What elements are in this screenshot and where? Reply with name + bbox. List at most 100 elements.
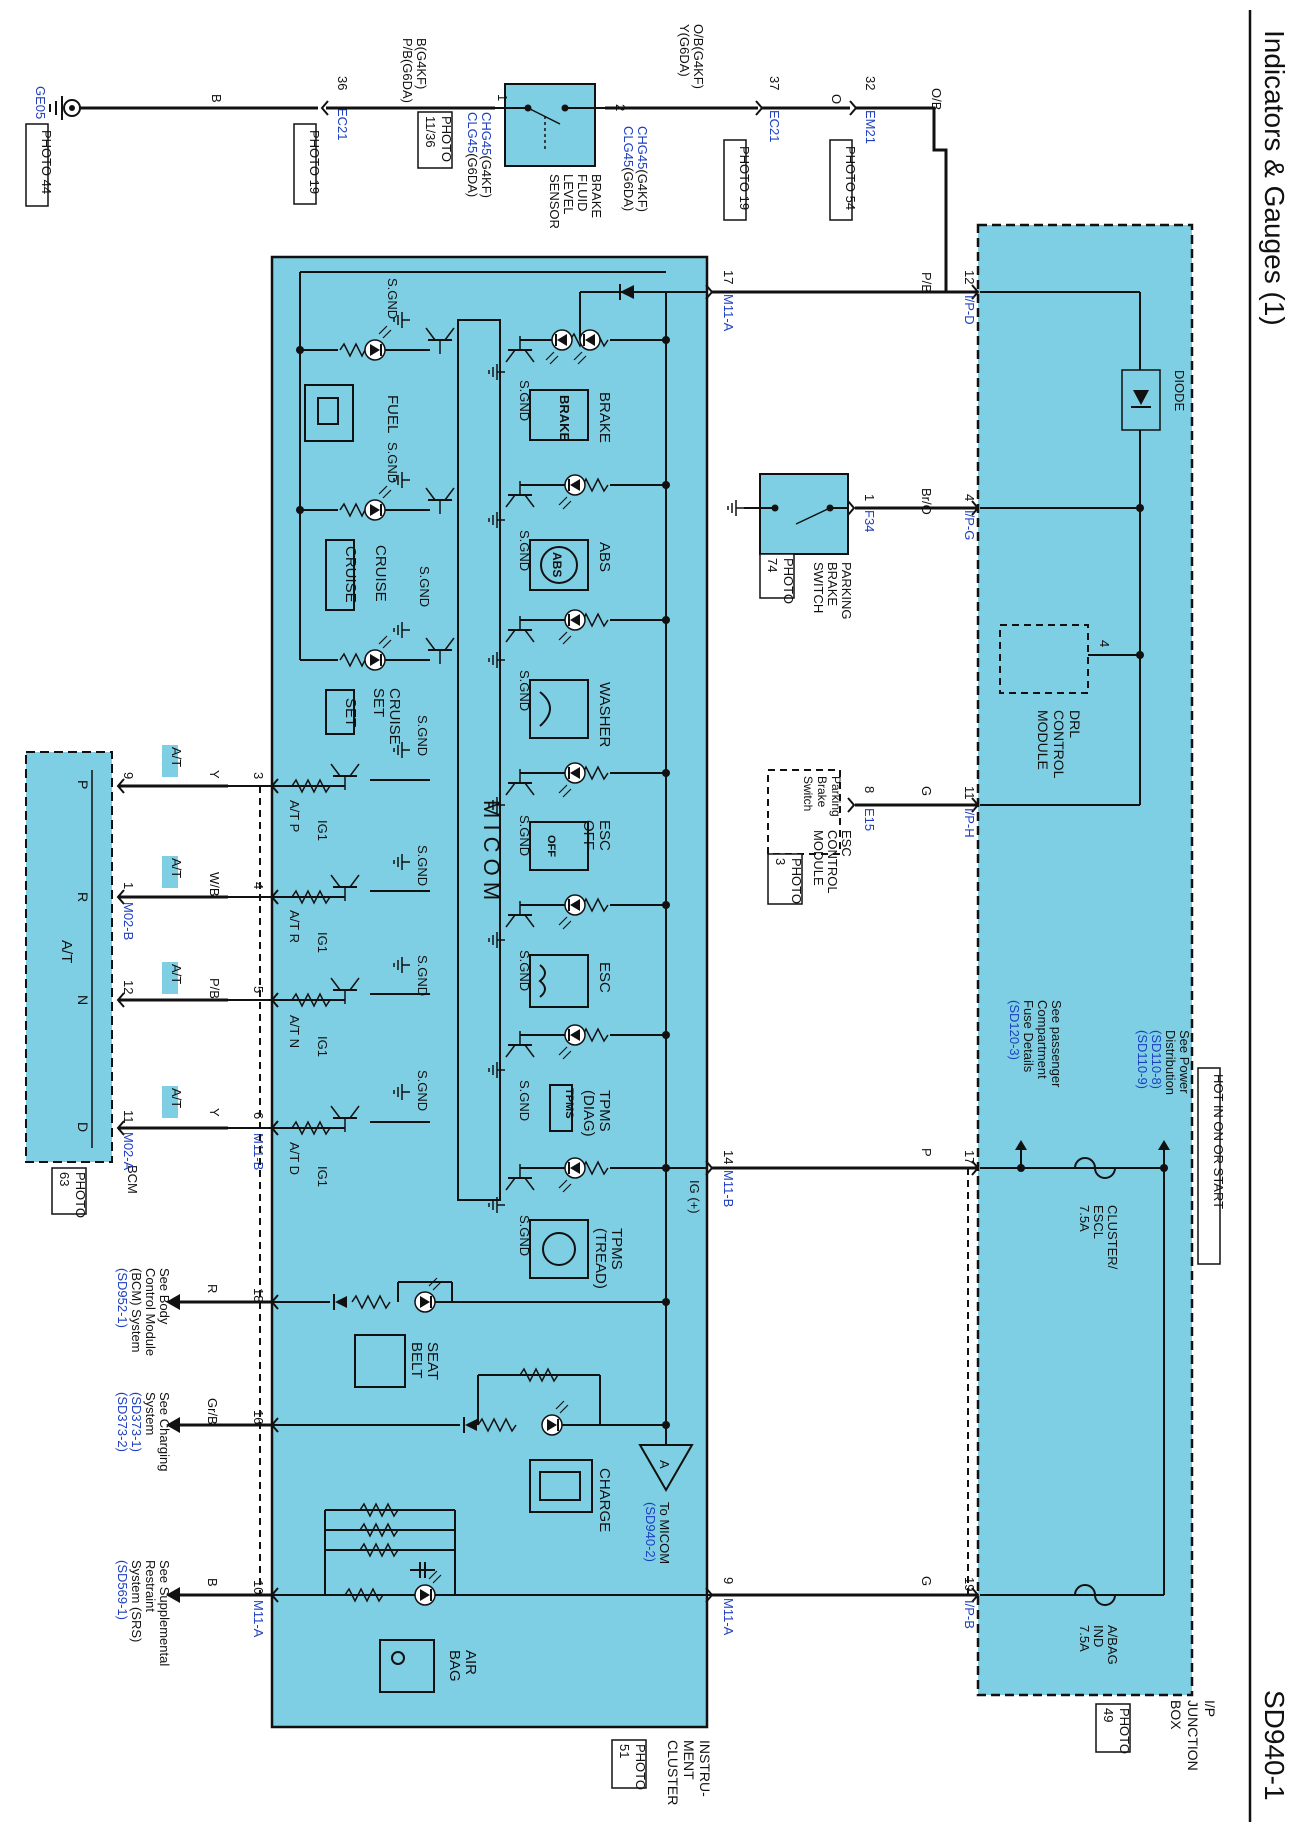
svg-text:INSTRU-: INSTRU- <box>697 1740 713 1797</box>
em21-pin: 32 <box>863 76 878 90</box>
svg-text:System: System <box>143 1392 158 1435</box>
svg-text:6: 6 <box>251 1112 266 1119</box>
svg-text:IG1: IG1 <box>315 932 330 953</box>
washer-indicator: WASHER S.GND <box>488 609 670 747</box>
svg-text:S.GND: S.GND <box>385 442 400 483</box>
at-p-input: S.GND A/T P IG1 <box>228 715 430 841</box>
svg-text:A: A <box>657 1460 672 1469</box>
esc-control-module <box>767 769 841 855</box>
svg-text:11: 11 <box>962 786 977 800</box>
bcm-module <box>25 751 113 1163</box>
esc-module-conn: E15 <box>862 808 877 831</box>
svg-text:ESCL: ESCL <box>1091 1205 1106 1239</box>
svg-text:(SD952-1): (SD952-1) <box>115 1268 130 1328</box>
cruise-indicator: S.GND CRUISE CRUISE <box>296 442 455 611</box>
svg-text:ESC: ESC <box>839 830 854 857</box>
at-n-input: S.GND A/T N IG1 <box>228 955 430 1057</box>
cluster-photo-num: 51 <box>617 1744 632 1758</box>
fuse-airbag-label: A/BAG IND 7.5A <box>1077 1625 1120 1665</box>
svg-text:(BCM) System: (BCM) System <box>129 1268 144 1353</box>
m11a-top: M11-A <box>721 294 736 332</box>
svg-text:BOX: BOX <box>1168 1700 1184 1730</box>
junction-box-label: I/P JUNCTION BOX <box>1168 1700 1218 1771</box>
svg-text:CONTROL: CONTROL <box>1051 710 1067 779</box>
svg-text:A/T: A/T <box>169 964 184 984</box>
bcm-photo-box <box>51 1167 87 1215</box>
wire-g2-label: G <box>919 1576 934 1586</box>
esc-module-switch-label: Parking Brake Switch <box>801 776 843 817</box>
svg-text:M02-A: M02-A <box>121 1132 136 1171</box>
bcm-wire-r: 1 M02-B A/T W/B <box>117 856 228 940</box>
svg-text:S.GND: S.GND <box>517 1080 532 1121</box>
parking-photo-box <box>759 553 795 599</box>
m11b-top: M11-B <box>721 1170 736 1207</box>
svg-text:R: R <box>75 892 91 902</box>
tpms-diag-icon <box>549 1084 573 1132</box>
wire-pb-label: P/B <box>919 272 934 293</box>
wire-o-label: O <box>829 94 844 104</box>
cruise-set-indicator: S.GND SET CRUISE SET <box>300 566 455 745</box>
esc-photo-num: 3 <box>773 858 788 865</box>
airbag-indicator: AIR BAG <box>272 1503 712 1693</box>
parking-brake-switch <box>759 473 849 555</box>
svg-text:Gr/B: Gr/B <box>205 1398 220 1425</box>
ec21-left-photo-box <box>293 123 317 205</box>
svg-text:19: 19 <box>962 1577 977 1591</box>
ec21-right-photo: PHOTO 19 <box>737 146 752 210</box>
at-p-label: A/T P <box>287 800 302 832</box>
svg-text:P/B: P/B <box>207 978 222 999</box>
esc-off-label-2: OFF <box>580 820 597 850</box>
wire-b-g4kf: B(G4KF) <box>414 38 429 89</box>
at-r-label: A/T R <box>287 910 302 943</box>
jbox-photo-box <box>1095 1703 1131 1753</box>
wire-g-label: G <box>919 786 934 796</box>
ipg-connector: 4 I/P-G <box>962 494 979 540</box>
svg-text:S.GND: S.GND <box>517 1215 532 1256</box>
wire-y-g6da: Y(G6DA) <box>677 24 692 77</box>
svg-text:(SD373-2): (SD373-2) <box>115 1392 130 1452</box>
svg-text:CLG45(G6DA): CLG45(G6DA) <box>621 126 636 211</box>
svg-text:See Supplemental: See Supplemental <box>157 1560 172 1666</box>
svg-text:Y: Y <box>207 770 222 779</box>
page-title: Indicators & Gauges (1) <box>1259 30 1290 326</box>
esc-module-pin: 8 <box>862 786 877 793</box>
svg-text:I/P: I/P <box>1202 1700 1218 1717</box>
fuel-indicator: S.GND FUEL <box>296 278 455 442</box>
brake-fluid-photo-num: 11/36 <box>423 116 438 148</box>
ip-junction-box <box>976 223 1194 1697</box>
bcm-wire-d: 11 M02-A A/T Y <box>117 1086 228 1171</box>
esc-off-label: ESC <box>596 820 613 851</box>
svg-text:5: 5 <box>251 986 266 993</box>
bcm-wire-p: 9 A/T Y <box>117 745 228 794</box>
svg-text:I/P-D: I/P-D <box>962 295 977 325</box>
svg-text:See Body: See Body <box>157 1268 172 1325</box>
seat-belt-icon <box>354 1334 406 1388</box>
svg-text:IG1: IG1 <box>315 1036 330 1057</box>
svg-text:DRL: DRL <box>1067 710 1083 738</box>
svg-text:A/T: A/T <box>169 1088 184 1108</box>
svg-text:SENSOR: SENSOR <box>547 174 562 229</box>
svg-text:(SD110-9): (SD110-9) <box>1135 1030 1150 1089</box>
svg-text:Switch: Switch <box>801 776 815 811</box>
svg-text:S.GND: S.GND <box>417 566 432 607</box>
svg-text:S.GND: S.GND <box>415 1070 430 1111</box>
ig-plus-label: IG (+) <box>687 1180 702 1214</box>
power-arrow <box>1158 1140 1170 1150</box>
tpms-tread-indicator: TPMS (TREAD) S.GND <box>488 1157 666 1289</box>
at-n-label: A/T N <box>287 1015 302 1048</box>
ground-id: GE05 <box>33 86 48 119</box>
drl-module-box <box>999 624 1089 694</box>
fuse-cluster-label: CLUSTER/ ESCL 7.5A <box>1077 1205 1120 1270</box>
fuel-icon <box>304 384 354 442</box>
wire-bro-label: Br/O <box>919 488 934 515</box>
wire-ob-label: O/B <box>929 88 944 110</box>
brake-indicator: BRAKE BRAKE S.GND <box>488 329 670 443</box>
svg-text:BRAKE: BRAKE <box>825 562 840 606</box>
brake-fluid-label: BRAKE FLUID LEVEL SENSOR <box>547 174 604 229</box>
svg-text:N: N <box>75 995 91 1005</box>
svg-text:R: R <box>205 1284 220 1293</box>
svg-text:MODULE: MODULE <box>1035 710 1051 770</box>
svg-text:7.5A: 7.5A <box>1077 1625 1092 1652</box>
svg-text:S.GND: S.GND <box>385 278 400 319</box>
svg-text:I/P-B: I/P-B <box>962 1600 977 1629</box>
